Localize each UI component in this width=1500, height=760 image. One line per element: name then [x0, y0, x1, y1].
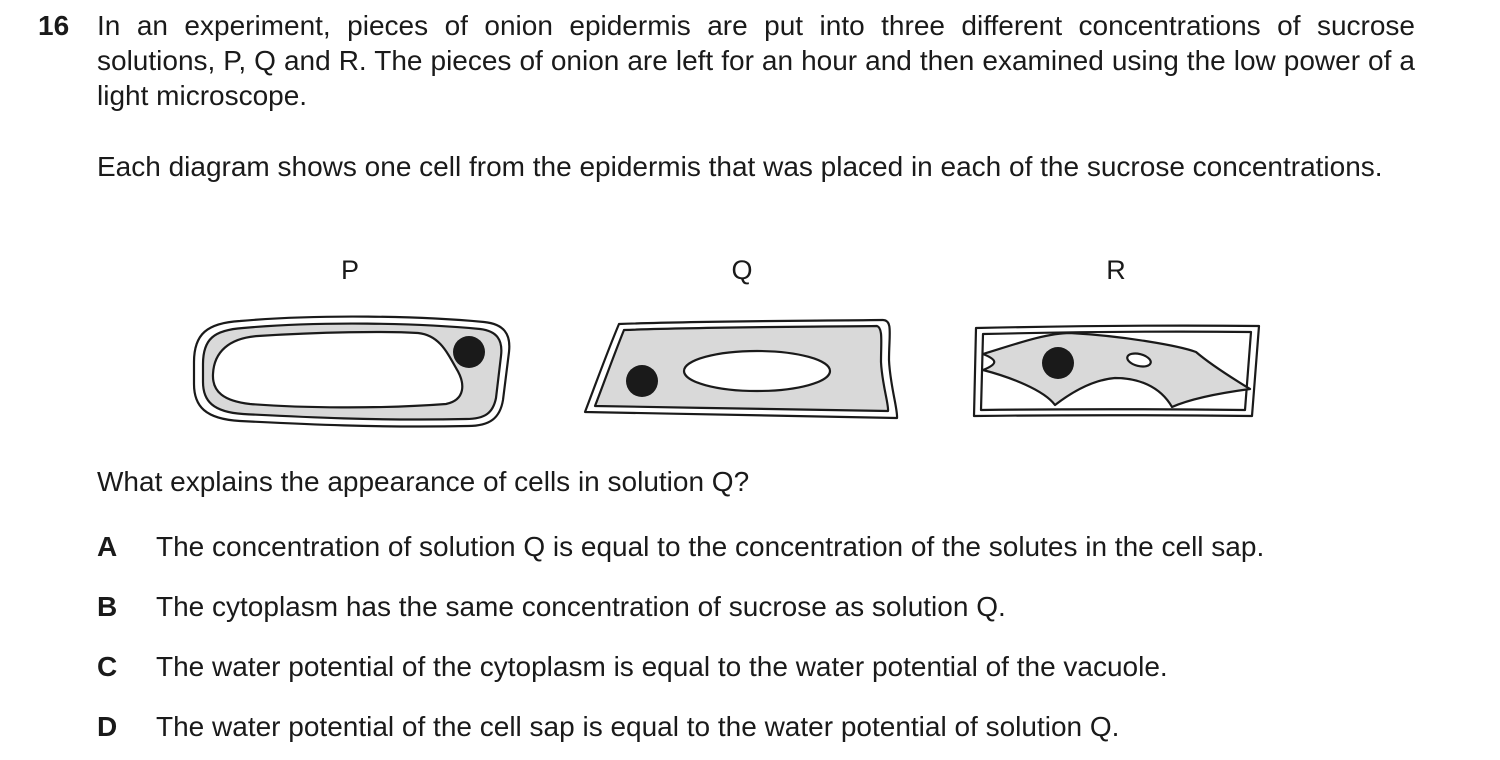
option-text: The concentration of solution Q is equal…: [156, 531, 1265, 562]
cell-r-nucleus: [1042, 347, 1074, 379]
cell-diagrams: P Q R: [192, 255, 1261, 428]
diagram-label-q: Q: [731, 255, 752, 285]
option-letter: C: [97, 651, 118, 682]
answer-option-c[interactable]: C The water potential of the cytoplasm i…: [97, 649, 1477, 685]
option-text: The cytoplasm has the same concentration…: [156, 591, 1006, 622]
cell-p-vacuole: [211, 330, 464, 409]
option-text: The water potential of the cytoplasm is …: [156, 651, 1168, 682]
question-number: 16: [38, 10, 70, 41]
option-letter: A: [97, 531, 118, 562]
cell-r: [972, 324, 1261, 418]
option-text: The water potential of the cell sap is e…: [156, 711, 1120, 742]
option-letter: B: [97, 591, 118, 622]
cell-q: [583, 318, 899, 420]
answer-option-a[interactable]: A The concentration of solution Q is equ…: [97, 529, 1477, 565]
cell-p: [192, 315, 511, 428]
cell-p-nucleus: [453, 336, 485, 368]
cell-q-vacuole: [682, 349, 832, 393]
cell-r-vacuole: [1126, 352, 1152, 368]
cell-q-nucleus: [626, 365, 658, 397]
answer-option-d[interactable]: D The water potential of the cell sap is…: [97, 709, 1477, 745]
diagram-label-r: R: [1106, 255, 1126, 285]
answer-option-b[interactable]: B The cytoplasm has the same concentrati…: [97, 589, 1477, 625]
question-intro: In an experiment, pieces of onion epider…: [97, 10, 1415, 111]
option-letter: D: [97, 711, 118, 742]
question-description: Each diagram shows one cell from the epi…: [97, 151, 1383, 182]
diagram-label-p: P: [341, 255, 359, 285]
question-prompt: What explains the appearance of cells in…: [97, 466, 750, 497]
